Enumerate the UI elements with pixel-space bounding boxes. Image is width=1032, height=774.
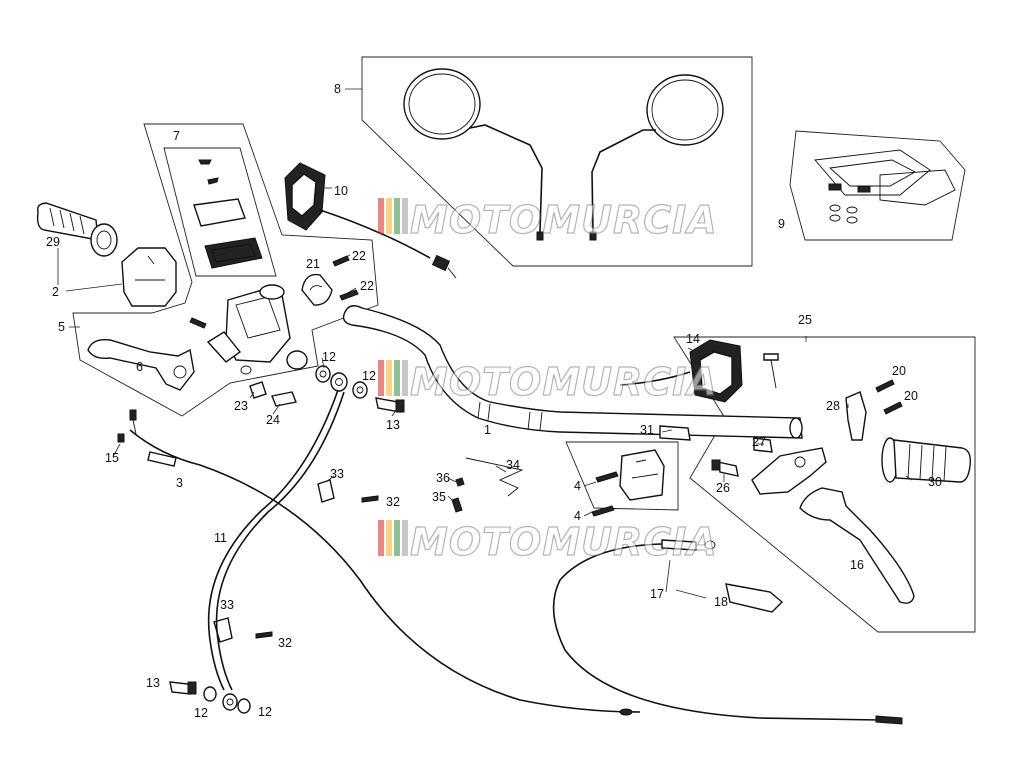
callout-18: 18: [714, 595, 728, 609]
callout-33-upper: 33: [330, 467, 344, 481]
watermark-text-top: MOTOMURCIA: [410, 198, 718, 242]
right-grip: [881, 437, 972, 483]
callout-27: 27: [752, 435, 766, 449]
reservoir-cap: [193, 159, 263, 269]
screws-20: [875, 379, 903, 415]
callout-7: 7: [173, 129, 180, 143]
handguard-sketch-box: [789, 130, 966, 241]
callout-29: 29: [46, 235, 60, 249]
watermark-top: MOTOMURCIA: [378, 197, 718, 243]
cable-adjusters: [659, 425, 773, 477]
callout-17: 17: [650, 587, 664, 601]
left-mirror: [403, 68, 544, 241]
handguard: [814, 149, 956, 224]
callout-2: 2: [52, 285, 59, 299]
callout-33-lower: 33: [220, 598, 234, 612]
master-cylinder: [189, 284, 308, 375]
callout-labels: 8 7 10 9 29 2 21 22 22 5 6 12 12 23 24 1…: [46, 82, 942, 720]
callout-4-a: 4: [574, 479, 581, 493]
callout-22-lower: 22: [360, 279, 374, 293]
brake-hose: [207, 389, 339, 691]
lever-bolt: [763, 353, 779, 389]
callout-32-upper: 32: [386, 495, 400, 509]
clutch-cable-end: [661, 539, 903, 725]
clutch-bracket: [751, 447, 827, 495]
callout-13-lower: 13: [146, 676, 160, 690]
clamp-half: [301, 273, 333, 306]
callout-20-a: 20: [892, 364, 906, 378]
throttle-cable-end: [117, 409, 633, 716]
spring-and-screws: [451, 457, 524, 513]
callout-14: 14: [686, 332, 700, 346]
callout-1: 1: [484, 423, 491, 437]
callout-36: 36: [436, 471, 450, 485]
callout-5: 5: [58, 320, 65, 334]
callout-35: 35: [432, 490, 446, 504]
lever-clamp: [845, 391, 867, 441]
callout-6: 6: [136, 360, 143, 374]
lower-washers: [169, 681, 251, 714]
adjuster-parts: [249, 381, 297, 407]
reservoir-subgroup-box: [163, 147, 277, 277]
callout-12-a: 12: [322, 350, 336, 364]
light-switch: [619, 339, 743, 403]
callout-15: 15: [105, 451, 119, 465]
handlebar: [342, 305, 803, 439]
callout-12-b: 12: [362, 369, 376, 383]
clutch-cable: [552, 543, 881, 721]
upper-washers: [315, 365, 405, 413]
callout-25: 25: [798, 313, 812, 327]
callout-20-b: 20: [904, 389, 918, 403]
switch-housing: [591, 449, 665, 517]
callout-22-upper: 22: [352, 249, 366, 263]
throttle-cable: [129, 429, 641, 713]
callout-3: 3: [176, 476, 183, 490]
clutch-lever: [799, 487, 915, 604]
callout-16: 16: [850, 558, 864, 572]
callout-13-upper: 13: [386, 418, 400, 432]
throttle-housing: [121, 247, 177, 307]
callout-12-c: 12: [194, 706, 208, 720]
callout-34: 34: [506, 458, 520, 472]
cable-guides: [213, 479, 379, 643]
callout-30: 30: [928, 475, 942, 489]
leader-lines: [57, 88, 913, 599]
callout-4-b: 4: [574, 509, 581, 523]
left-grip: [36, 202, 118, 257]
callout-24: 24: [266, 413, 280, 427]
brake-hose-outline: [215, 391, 345, 691]
master-cylinder-group-box: [72, 123, 379, 417]
callout-8: 8: [334, 82, 341, 96]
watermark-text-bottom: MOTOMURCIA: [410, 520, 718, 564]
callout-26: 26: [716, 481, 730, 495]
callout-32-lower: 32: [278, 636, 292, 650]
callout-31: 31: [640, 423, 654, 437]
watermark-text-middle: MOTOMURCIA: [410, 360, 718, 404]
clamp-screws: [332, 255, 359, 301]
kill-switch: [284, 162, 457, 279]
callout-28: 28: [826, 399, 840, 413]
callout-9: 9: [778, 217, 785, 231]
callout-21: 21: [306, 257, 320, 271]
callout-11: 11: [214, 531, 227, 545]
watermark-bottom: MOTOMURCIA: [378, 519, 718, 565]
callout-23: 23: [234, 399, 248, 413]
callout-12-d: 12: [258, 705, 272, 719]
front-brake-lever: [87, 339, 195, 391]
watermark-middle: MOTOMURCIA: [378, 359, 718, 405]
callout-10: 10: [334, 184, 348, 198]
right-mirror: [589, 74, 724, 241]
mirror-group-box: [361, 56, 753, 267]
